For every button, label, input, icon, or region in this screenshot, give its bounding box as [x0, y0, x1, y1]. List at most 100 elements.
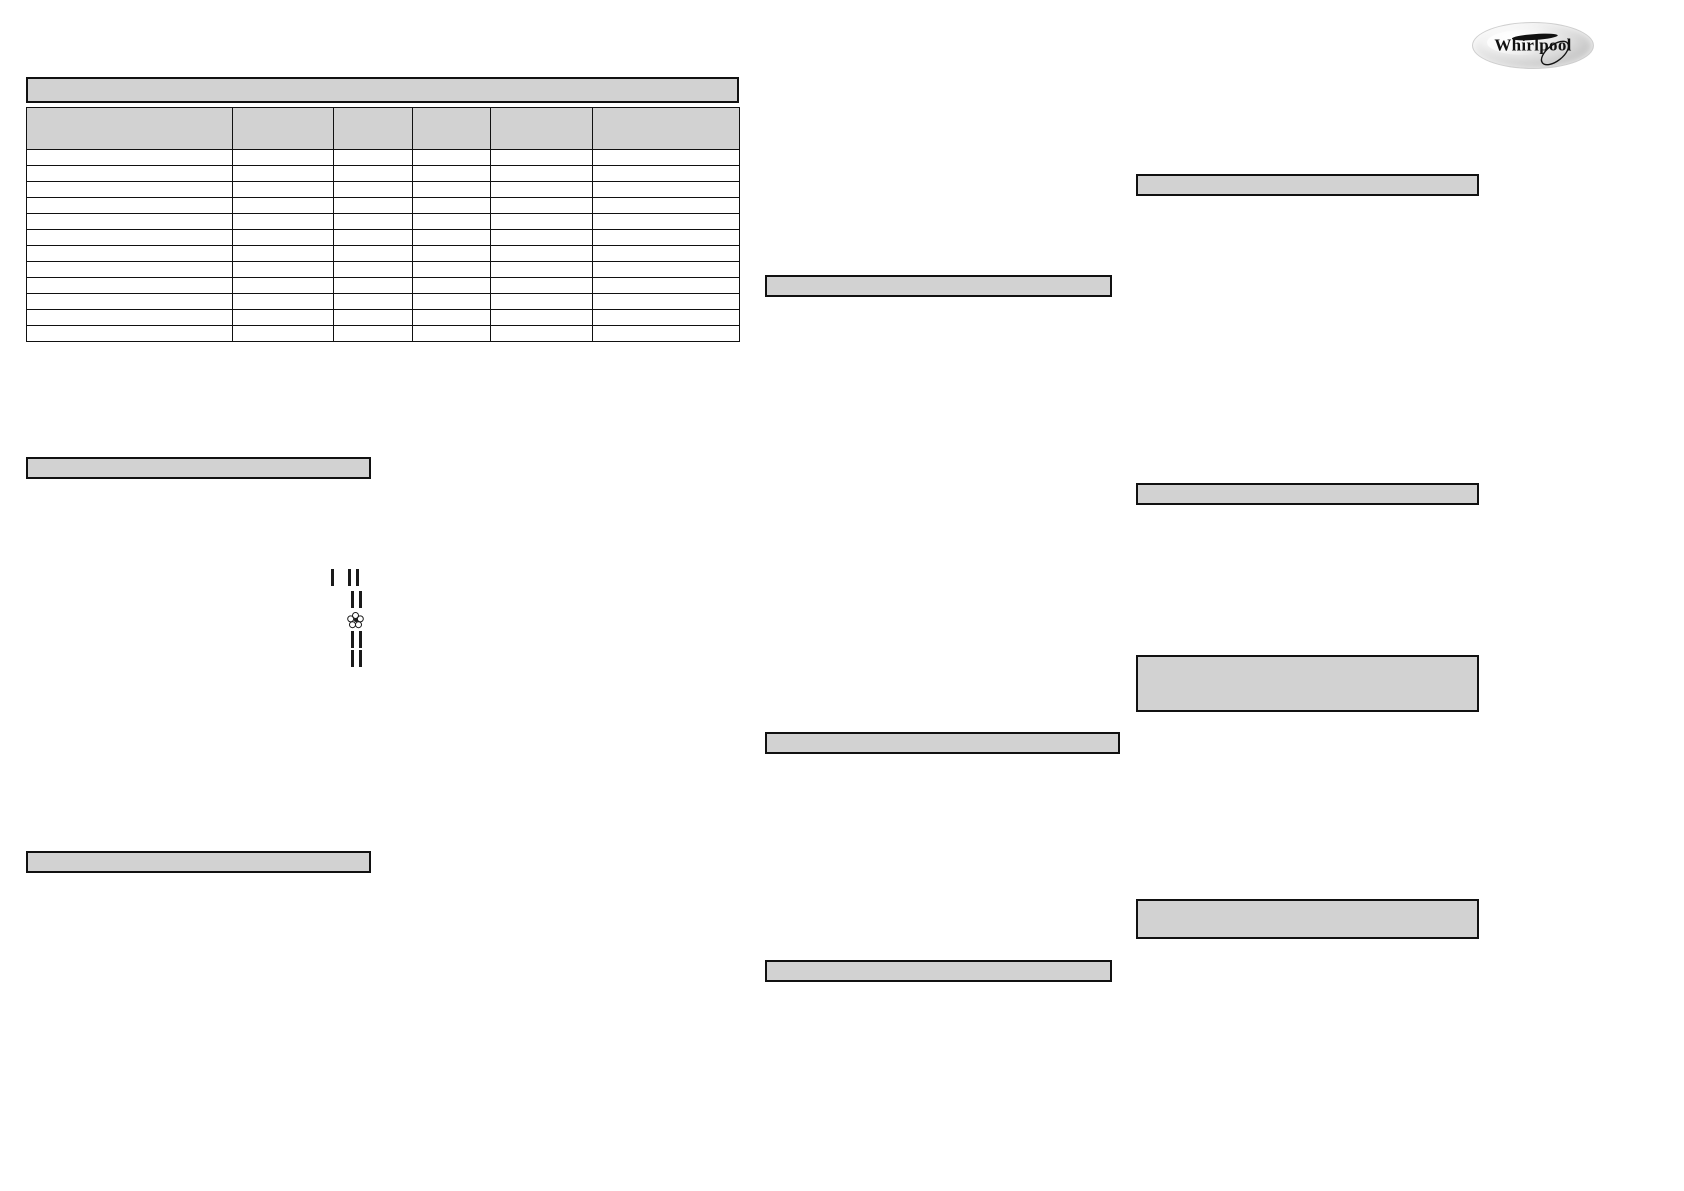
- symbol-row-two-star: [325, 588, 364, 610]
- table-row: [26, 165, 740, 182]
- table-cell: [333, 197, 413, 214]
- table-cell: [592, 325, 740, 342]
- table-row: [26, 197, 740, 214]
- table-cell: [232, 245, 334, 262]
- table-row: [26, 181, 740, 198]
- table-row: [26, 261, 740, 278]
- table-cell: [412, 229, 491, 246]
- whirlpool-logo: Whirlpool: [1472, 22, 1594, 69]
- double-bar-icon: [351, 650, 362, 667]
- table-cell: [592, 293, 740, 310]
- table-cell: [490, 309, 593, 326]
- table-cell: [412, 261, 491, 278]
- table-cell: [232, 261, 334, 278]
- table-cell: [592, 229, 740, 246]
- table-cell: [412, 149, 491, 166]
- star-rating-symbols: [325, 566, 364, 668]
- table-cell: [26, 293, 233, 310]
- table-cell: [26, 213, 233, 230]
- table-cell: [490, 165, 593, 182]
- table-cell: [26, 325, 233, 342]
- spec-table-head: [26, 107, 740, 150]
- table-col-header: [333, 107, 413, 150]
- table-cell: [490, 197, 593, 214]
- table-cell: [490, 149, 593, 166]
- spec-table: [26, 107, 740, 342]
- table-cell: [592, 277, 740, 294]
- single-bar-icon: [330, 568, 334, 586]
- table-cell: [26, 165, 233, 182]
- table-cell: [26, 197, 233, 214]
- section-heading-mid-2: [765, 732, 1120, 754]
- table-cell: [412, 165, 491, 182]
- table-cell: [490, 293, 593, 310]
- section-heading-left-1: [26, 457, 371, 479]
- table-row: [26, 245, 740, 262]
- table-cell: [412, 293, 491, 310]
- table-cell: [232, 213, 334, 230]
- table-cell: [26, 181, 233, 198]
- table-cell: [490, 261, 593, 278]
- table-cell: [490, 181, 593, 198]
- section-heading-mid-1: [765, 275, 1112, 297]
- table-cell: [412, 245, 491, 262]
- table-row: [26, 325, 740, 342]
- table-cell: [490, 245, 593, 262]
- section-heading-right-4: [1136, 899, 1479, 939]
- table-cell: [26, 309, 233, 326]
- table-cell: [592, 181, 740, 198]
- table-cell: [26, 245, 233, 262]
- table-cell: [26, 229, 233, 246]
- table-row: [26, 213, 740, 230]
- table-row: [26, 277, 740, 294]
- table-cell: [333, 245, 413, 262]
- table-row: [26, 309, 740, 326]
- table-cell: [412, 213, 491, 230]
- symbol-row-one-star: [325, 566, 364, 588]
- table-cell: [333, 213, 413, 230]
- section-heading-right-1: [1136, 174, 1479, 196]
- table-row: [26, 149, 740, 166]
- table-cell: [232, 229, 334, 246]
- double-bar-icon: [351, 590, 362, 608]
- table-cell: [26, 277, 233, 294]
- table-header-row: [26, 107, 740, 150]
- table-col-header: [412, 107, 491, 150]
- table-cell: [232, 277, 334, 294]
- spec-table-body: [26, 149, 740, 342]
- section-heading-mid-3: [765, 960, 1112, 982]
- logo-wordmark: Whirlpool: [1494, 35, 1572, 55]
- double-bar-icon: [347, 568, 359, 586]
- table-cell: [592, 261, 740, 278]
- symbol-row-snowflake: [325, 610, 364, 630]
- section-heading-left-2: [26, 851, 371, 873]
- table-col-header: [490, 107, 593, 150]
- table-row: [26, 229, 740, 246]
- table-cell: [232, 325, 334, 342]
- table-cell: [592, 149, 740, 166]
- table-cell: [592, 245, 740, 262]
- table-cell: [333, 149, 413, 166]
- section-heading-right-2: [1136, 483, 1479, 505]
- symbol-row-bars-a: [325, 630, 364, 649]
- table-cell: [592, 213, 740, 230]
- table-cell: [412, 325, 491, 342]
- table-cell: [412, 277, 491, 294]
- table-cell: [333, 309, 413, 326]
- table-cell: [232, 197, 334, 214]
- table-cell: [592, 197, 740, 214]
- table-cell: [333, 229, 413, 246]
- table-row: [26, 293, 740, 310]
- table-col-header: [26, 107, 233, 150]
- table-cell: [232, 149, 334, 166]
- table-cell: [333, 277, 413, 294]
- table-col-header: [232, 107, 334, 150]
- table-cell: [232, 309, 334, 326]
- symbol-row-bars-b: [325, 649, 364, 668]
- table-cell: [490, 213, 593, 230]
- table-cell: [333, 293, 413, 310]
- table-cell: [333, 181, 413, 198]
- table-cell: [412, 309, 491, 326]
- table-cell: [592, 309, 740, 326]
